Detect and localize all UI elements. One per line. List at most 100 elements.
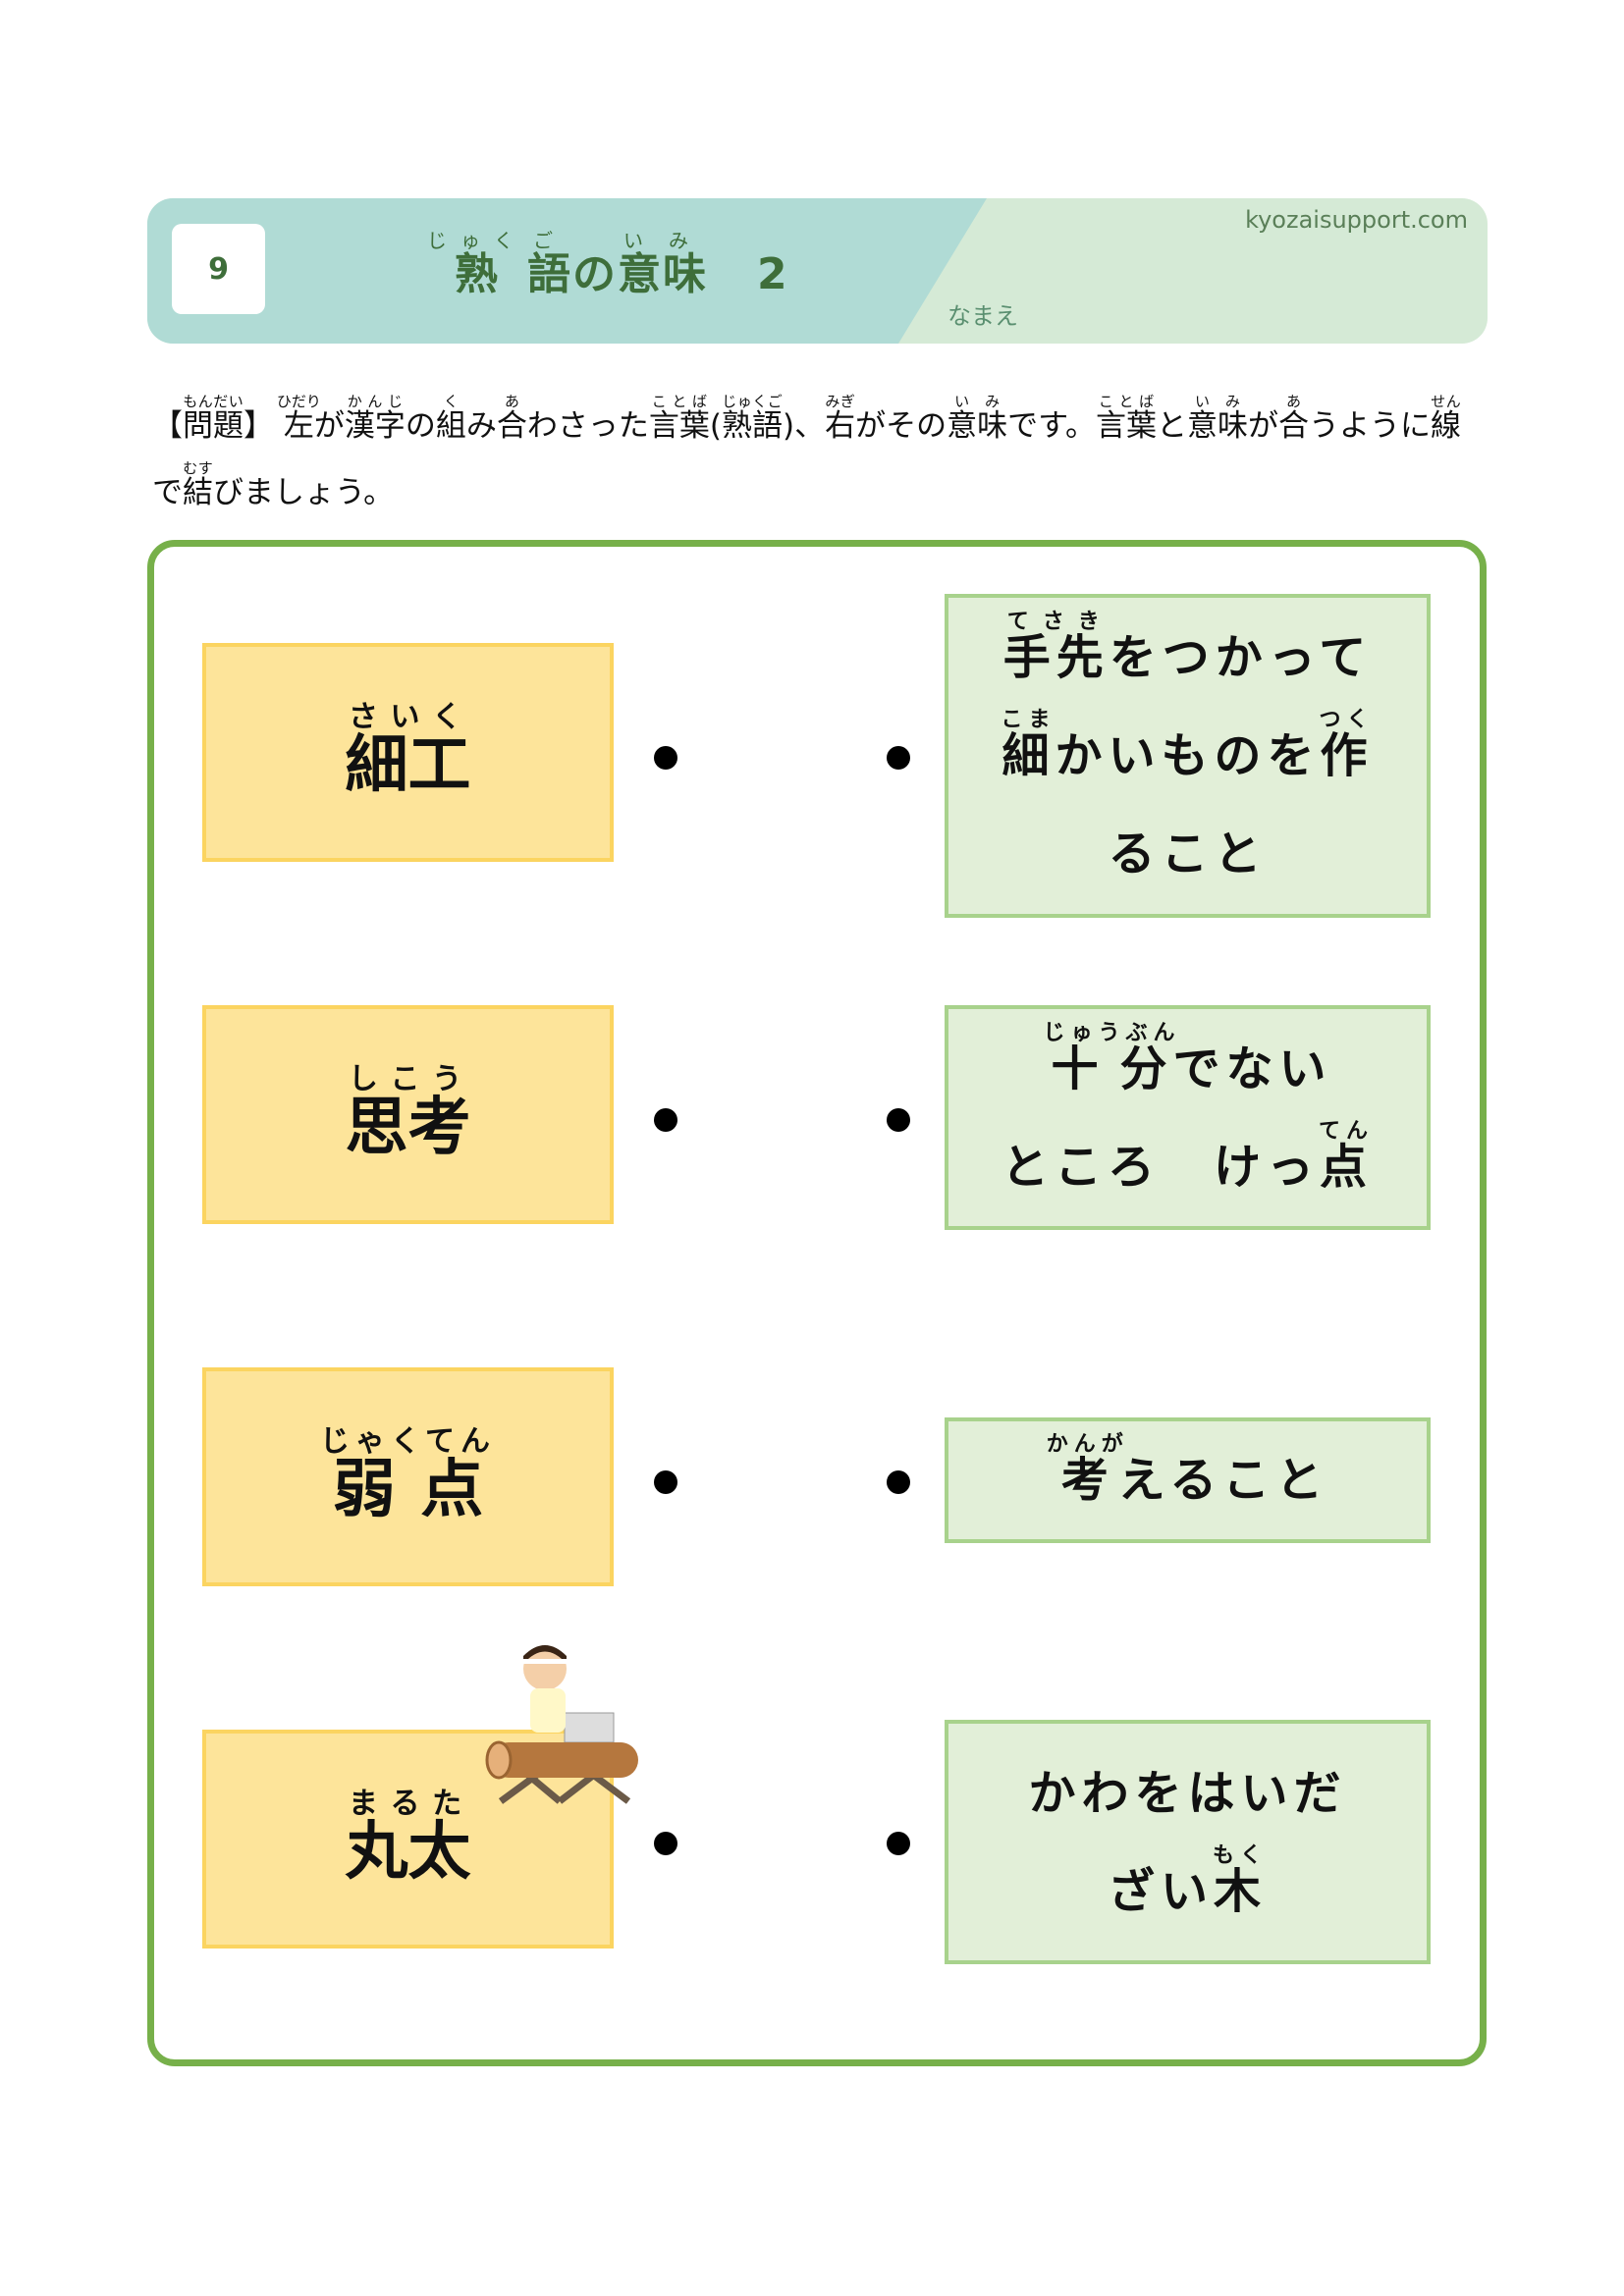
word-kanji: 細工さいく <box>345 700 471 802</box>
furigana: じゅうぶん <box>1043 1020 1181 1045</box>
instruction-kanji: 熟語じゅくご <box>721 393 783 444</box>
meaning-text: かわをはいだ <box>1028 1765 1347 1821</box>
title-kanji: 味み <box>663 229 708 299</box>
title-kanji: 意い <box>618 229 663 299</box>
meaning-kanji: 十分じゅうぶん <box>1043 1020 1181 1096</box>
meaning-card: 考かんがえること <box>945 1417 1431 1543</box>
furigana: いみ <box>947 393 1008 410</box>
furigana: こま <box>1001 708 1056 732</box>
title-text: 熟じゅく語ごの意い味み <box>427 229 708 299</box>
word-card: 思考しこう <box>202 1005 614 1224</box>
meaning-connector-dot[interactable] <box>887 1470 910 1494</box>
furigana: いみ <box>1186 393 1248 410</box>
title-text: の <box>572 249 618 299</box>
instruction-label: 【問題もんだい】 <box>152 393 284 444</box>
furigana: つく <box>1319 708 1375 732</box>
word-card: 細工さいく <box>202 643 614 862</box>
meaning-text: でない <box>1172 1041 1332 1096</box>
furigana: みぎ <box>825 393 856 410</box>
instruction-text: の <box>405 408 436 444</box>
instruction-kanji: 左ひだり <box>276 393 321 444</box>
word-card: 丸太まるた <box>202 1730 614 1949</box>
furigana: ことば <box>1095 393 1157 410</box>
instruction-text: ( <box>709 408 722 444</box>
header-teal-panel <box>147 198 987 344</box>
meaning-line: 細こまかいものを作つく <box>1001 707 1374 805</box>
meaning-kanji: 点てん <box>1319 1118 1375 1195</box>
woodworker-illustration <box>485 1645 638 1804</box>
title-kanji: 語ご <box>527 229 572 299</box>
meaning-kanji: 手先てさき <box>1002 610 1110 685</box>
furigana: あ <box>1277 393 1309 410</box>
furigana: もんだい <box>183 393 244 410</box>
instruction-kanji: 合あ <box>1277 393 1309 444</box>
instruction-kanji: 結むす <box>183 459 213 510</box>
instruction-kanji: 漢字かんじ <box>344 393 406 444</box>
furigana: せん <box>1430 393 1461 410</box>
word-connector-dot[interactable] <box>654 1108 677 1132</box>
furigana: まるた <box>345 1787 471 1821</box>
word-connector-dot[interactable] <box>654 1832 677 1855</box>
meaning-kanji: 考かんが <box>1046 1432 1129 1508</box>
furigana: てん <box>1319 1118 1375 1144</box>
furigana: しこう <box>345 1062 471 1096</box>
instruction-kanji: 意味いみ <box>1186 393 1248 444</box>
meaning-line: ること <box>1108 805 1267 903</box>
furigana: じゅく <box>427 229 527 252</box>
furigana: もく <box>1213 1842 1269 1868</box>
meaning-line: 手先てさきをつかって <box>1003 609 1373 707</box>
word-kanji: 思考しこう <box>345 1062 471 1164</box>
instruction-text: み <box>465 408 497 444</box>
meaning-connector-dot[interactable] <box>887 1108 910 1132</box>
instruction-kanji: 意味いみ <box>947 393 1008 444</box>
meaning-connector-dot[interactable] <box>887 746 910 770</box>
furigana: じゅくご <box>721 393 783 410</box>
meaning-text: えること <box>1117 1453 1329 1508</box>
instruction-text: で <box>152 475 183 510</box>
meaning-text: ること <box>1108 827 1268 881</box>
meaning-connector-dot[interactable] <box>887 1832 910 1855</box>
meaning-text: をつかって <box>1109 630 1373 685</box>
instruction-label-kanji: 問題もんだい <box>183 393 244 444</box>
furigana: ご <box>527 229 572 252</box>
meaning-line: 考かんがえること <box>1047 1431 1329 1529</box>
instruction-label-text: 【 <box>152 408 183 444</box>
word-connector-dot[interactable] <box>654 1470 677 1494</box>
furigana: かんが <box>1046 1432 1129 1457</box>
instruction-kanji: 合あ <box>496 393 527 444</box>
word-kanji: 丸太まるた <box>345 1787 471 1889</box>
title-number: 2 <box>757 249 789 299</box>
word-kanji: 弱点じゃくてん <box>319 1424 497 1526</box>
furigana: く <box>435 393 466 410</box>
instruction-text: うように <box>1308 408 1431 444</box>
meaning-line: 十分じゅうぶんでない <box>1043 1020 1331 1118</box>
meaning-line: かわをはいだ <box>1028 1744 1346 1842</box>
page-title: 熟じゅく語ごの意い味み 2 <box>427 229 789 301</box>
instruction-text: がその <box>855 408 947 444</box>
instruction-text: と <box>1156 408 1187 444</box>
meaning-text: かいものを <box>1055 728 1321 783</box>
meaning-card: 十分じゅうぶんでないところ けっ点てん <box>945 1005 1431 1230</box>
worksheet-number: 9 <box>172 224 265 314</box>
furigana: てさき <box>1002 610 1110 634</box>
name-label: なまえ <box>947 302 1018 330</box>
word-connector-dot[interactable] <box>654 746 677 770</box>
site-url: kyozaisupport.com <box>1245 206 1468 234</box>
meaning-line: ところ けっ点てん <box>1001 1118 1374 1216</box>
instruction-kanji: 組く <box>435 393 466 444</box>
instruction-label-text: 】 <box>244 408 284 444</box>
worksheet-header: 9 熟じゅく語ごの意い味み 2 kyozaisupport.com なまえ <box>147 198 1488 344</box>
furigana: さいく <box>345 700 471 734</box>
matching-frame <box>147 540 1487 2066</box>
meaning-card: かわをはいだざい木もく <box>945 1720 1431 1964</box>
instruction-text: びましょう。 <box>213 475 395 510</box>
instruction-kanji: 言葉ことば <box>1095 393 1157 444</box>
furigana: あ <box>496 393 527 410</box>
meaning-text: ざい <box>1107 1863 1214 1919</box>
meaning-kanji: 細こま <box>1001 708 1056 783</box>
meaning-card: 手先てさきをつかって細こまかいものを作つくること <box>945 594 1431 918</box>
furigana: ひだり <box>276 393 321 410</box>
furigana: ことば <box>648 393 710 410</box>
instruction-text: が <box>1247 408 1278 444</box>
furigana: むす <box>183 459 213 477</box>
